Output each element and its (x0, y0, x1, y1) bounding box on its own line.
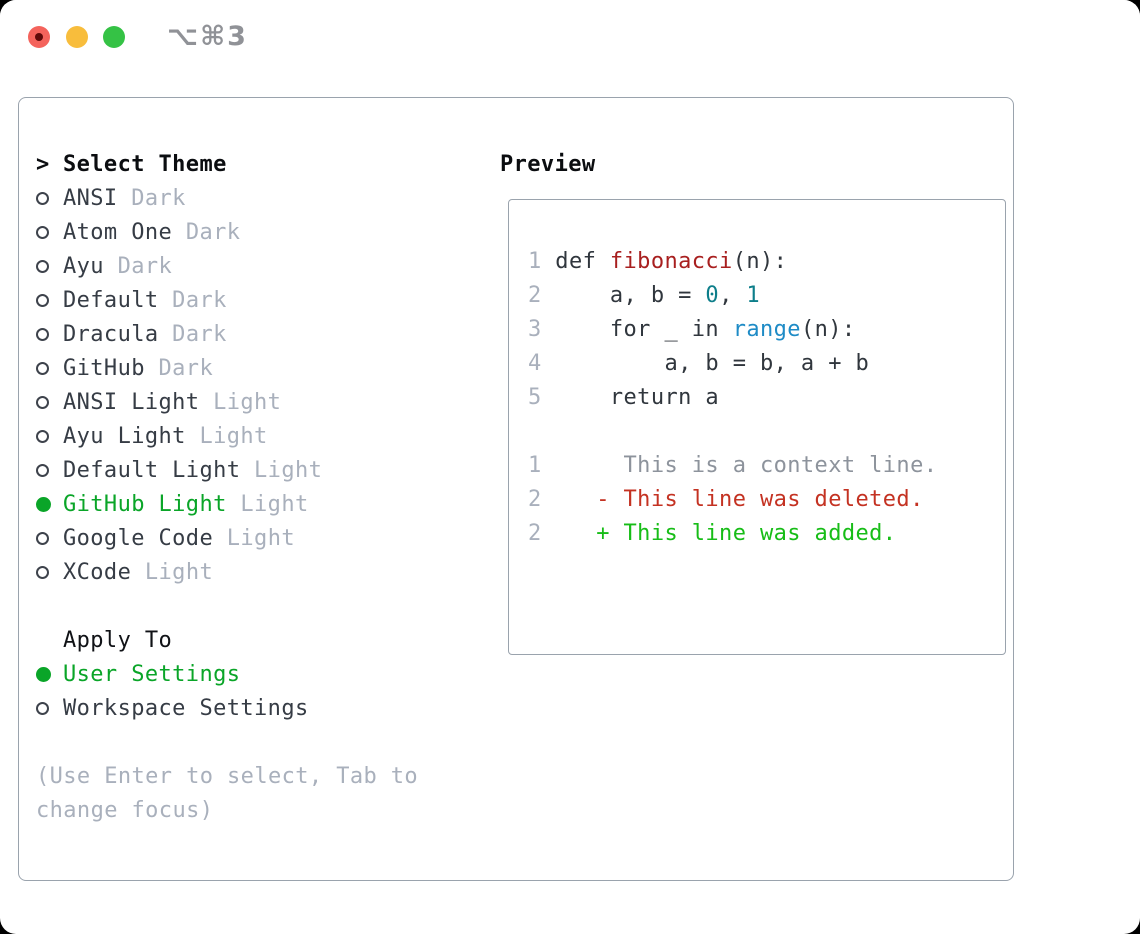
theme-option[interactable]: Google Code Light (36, 521, 418, 555)
radio-off-icon (36, 293, 63, 307)
code-line: 5 return a (528, 385, 720, 410)
theme-option[interactable]: ANSI Dark (36, 181, 418, 215)
code-line: 2 a, b = 0, 1 (528, 283, 761, 308)
theme-option[interactable]: XCode Light (36, 555, 418, 589)
radio-off-icon (36, 225, 63, 239)
code-line: 2 - This line was deleted. (528, 487, 924, 512)
radio-off-icon (36, 327, 63, 341)
blank-line (528, 419, 1005, 453)
radio-off-icon (36, 565, 63, 579)
theme-option[interactable]: Atom One Dark (36, 215, 418, 249)
apply-to-header: Apply To (63, 627, 173, 653)
code-line: 1 This is a context line. (528, 453, 938, 478)
spacer-row (36, 725, 418, 759)
code-line: 2 + This line was added. (528, 521, 897, 546)
radio-off-icon (36, 429, 63, 443)
preview-title: Preview (500, 151, 596, 177)
prompt-icon: > (36, 151, 50, 177)
radio-off-icon (36, 395, 63, 409)
close-button[interactable] (28, 26, 50, 48)
theme-option[interactable]: Ayu Dark (36, 249, 418, 283)
zoom-button[interactable] (103, 26, 125, 48)
theme-option[interactable]: GitHub Dark (36, 351, 418, 385)
window-hotkey-label: ⌥⌘3 (167, 21, 248, 52)
theme-option[interactable]: Dracula Dark (36, 317, 418, 351)
theme-list-header: >Select Theme (36, 151, 227, 177)
code-line: 4 a, b = b, a + b (528, 351, 870, 376)
radio-off-icon (36, 463, 63, 477)
theme-option[interactable]: GitHub Light Light (36, 487, 418, 521)
apply-to-option[interactable]: User Settings (36, 657, 418, 691)
preview-pane: 1 def fibonacci(n): 2 a, b = 0, 1 3 for _ … (508, 199, 1006, 655)
radio-off-icon (36, 191, 63, 205)
hint-text: change focus) (36, 797, 214, 823)
spacer-row (36, 589, 418, 623)
radio-on-icon (36, 666, 63, 682)
theme-option[interactable]: Default Light Light (36, 453, 418, 487)
theme-option[interactable]: Ayu Light Light (36, 419, 418, 453)
theme-option[interactable]: ANSI Light Light (36, 385, 418, 419)
radio-off-icon (36, 361, 63, 375)
apply-to-option[interactable]: Workspace Settings (36, 691, 418, 725)
code-line: 3 for _ in range(n): (528, 317, 856, 342)
theme-option[interactable]: Default Dark (36, 283, 418, 317)
code-line: 1 def fibonacci(n): (528, 249, 788, 274)
radio-off-icon (36, 701, 63, 715)
minimize-button[interactable] (66, 26, 88, 48)
radio-on-icon (36, 496, 63, 512)
radio-off-icon (36, 531, 63, 545)
radio-off-icon (36, 259, 63, 273)
hint-text: (Use Enter to select, Tab to (36, 763, 419, 789)
titlebar: ⌥⌘3 (0, 0, 1140, 75)
